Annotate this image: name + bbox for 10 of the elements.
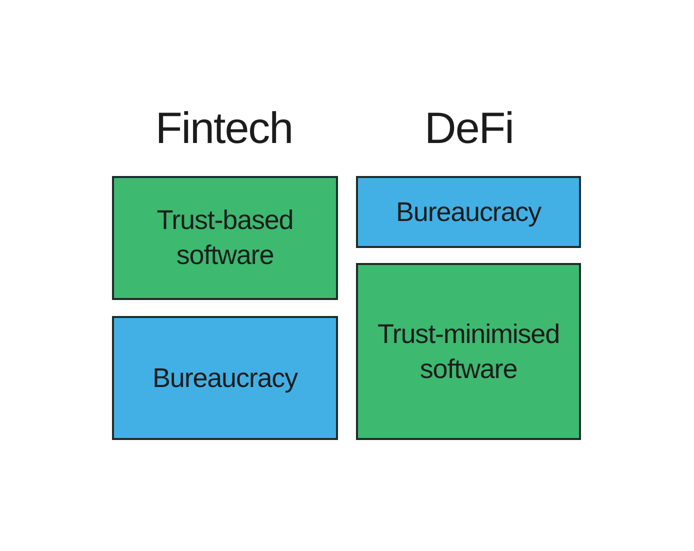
box-label: Bureaucracy <box>152 362 299 395</box>
box-label: Trust-based software <box>156 204 294 272</box>
bureaucracy-box <box>356 176 581 248</box>
trust-minimised-box <box>356 263 581 440</box>
box-label: Trust-minimised software <box>376 318 561 386</box>
box-label: Bureaucracy <box>395 196 542 229</box>
bureaucracy-box <box>112 316 338 440</box>
column-heading: Fintech <box>155 104 293 154</box>
trust-based-box <box>112 176 338 300</box>
column-heading: DeFi <box>424 104 514 154</box>
